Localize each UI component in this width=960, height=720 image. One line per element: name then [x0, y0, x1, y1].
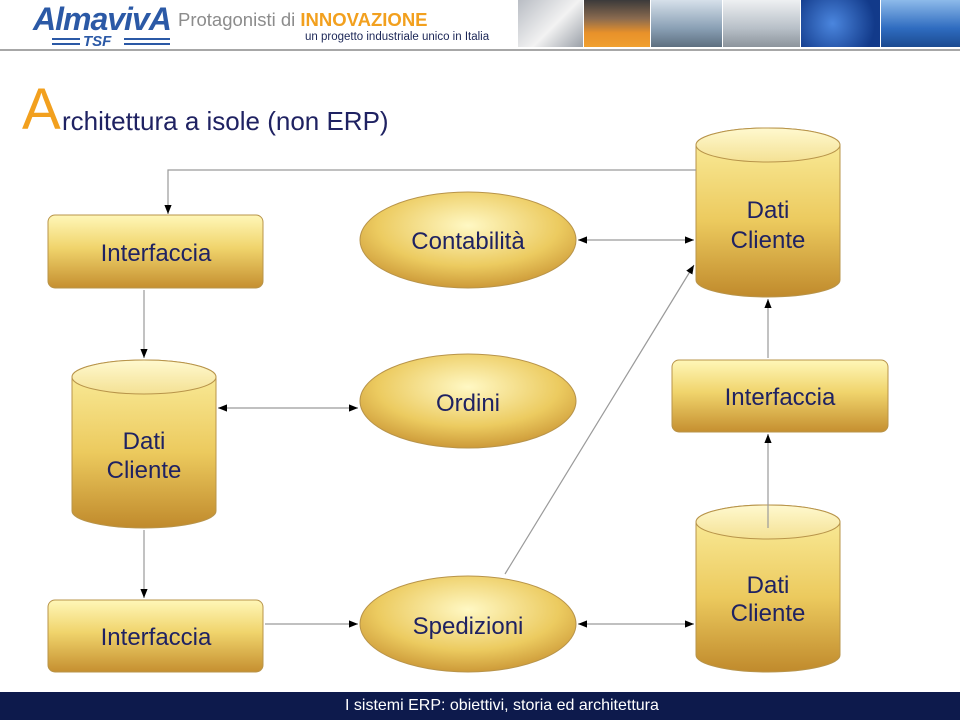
interfaccia-right-label: Interfaccia	[725, 384, 836, 411]
dati-cliente-top-cylinder-lid	[695, 127, 841, 163]
spedizioni-ellipse	[359, 575, 577, 673]
header-photo-4	[722, 0, 800, 47]
connectors	[140, 169, 772, 628]
interfaccia-top-label: Interfaccia	[101, 240, 212, 267]
header-subtitle: un progetto industriale unico in Italia	[305, 31, 490, 43]
connector-dati-cliente-top-to-interfaccia-top	[164, 169, 696, 214]
ordini-ellipse	[359, 353, 577, 449]
title-initial-letter: A	[22, 77, 61, 142]
header-photo-strip	[517, 0, 960, 47]
interfaccia-bottom-label: Interfaccia	[101, 624, 212, 651]
slide-footer: I sistemi ERP: obiettivi, storia ed arch…	[0, 692, 960, 720]
header-divider	[0, 49, 960, 51]
dati-cliente-bottom-label-line1: Dati	[747, 572, 790, 599]
node-interfaccia-top: Interfaccia	[47, 214, 264, 289]
node-spedizioni: Spedizioni	[359, 575, 577, 673]
dati-cliente-left-label-line1: Dati	[123, 428, 166, 455]
dati-cliente-left-label-line2: Cliente	[107, 457, 182, 484]
contabilita-ellipse	[359, 191, 577, 289]
spedizioni-label: Spedizioni	[413, 613, 524, 640]
logo-wordmark: AlmavivA	[33, 1, 172, 37]
node-interfaccia-bottom: Interfaccia	[47, 599, 264, 673]
tagline-highlight: INNOVAZIONE	[300, 9, 428, 30]
header-photo-5	[800, 0, 880, 47]
node-dati-cliente-left: Dati Cliente	[71, 359, 217, 529]
logo-tsf: TSF	[83, 33, 112, 50]
logo-rule-right	[124, 38, 170, 45]
dati-cliente-top-label-line2: Cliente	[731, 227, 806, 254]
header-photo-2	[583, 0, 650, 47]
tagline-prefix: Protagonisti di	[178, 9, 296, 30]
header-photo-3	[650, 0, 722, 47]
connector-spedizioni-to-dati-cliente-top	[504, 264, 695, 575]
dati-cliente-left-cylinder-lid	[71, 359, 217, 395]
header-photo-6	[880, 0, 960, 47]
footer-text: I sistemi ERP: obiettivi, storia ed arch…	[345, 697, 659, 714]
node-ordini: Ordini	[359, 353, 577, 449]
node-dati-cliente-top: Dati Cliente	[695, 127, 841, 298]
interfaccia-top-box	[47, 214, 264, 289]
ordini-label: Ordini	[436, 390, 500, 417]
node-interfaccia-right: Interfaccia	[671, 359, 889, 433]
interfaccia-bottom-box	[47, 599, 264, 673]
node-dati-cliente-bottom: Dati Cliente	[695, 504, 841, 673]
header-photo-1	[517, 0, 583, 47]
node-contabilita: Contabilità	[359, 191, 577, 289]
contabilita-label: Contabilità	[411, 228, 525, 255]
title-text: rchitettura a isole (non ERP)	[62, 106, 389, 136]
dati-cliente-bottom-label-line2: Cliente	[731, 600, 806, 627]
interfaccia-right-box	[671, 359, 889, 433]
logo-rule-left	[52, 38, 80, 45]
dati-cliente-top-label-line1: Dati	[747, 197, 790, 224]
